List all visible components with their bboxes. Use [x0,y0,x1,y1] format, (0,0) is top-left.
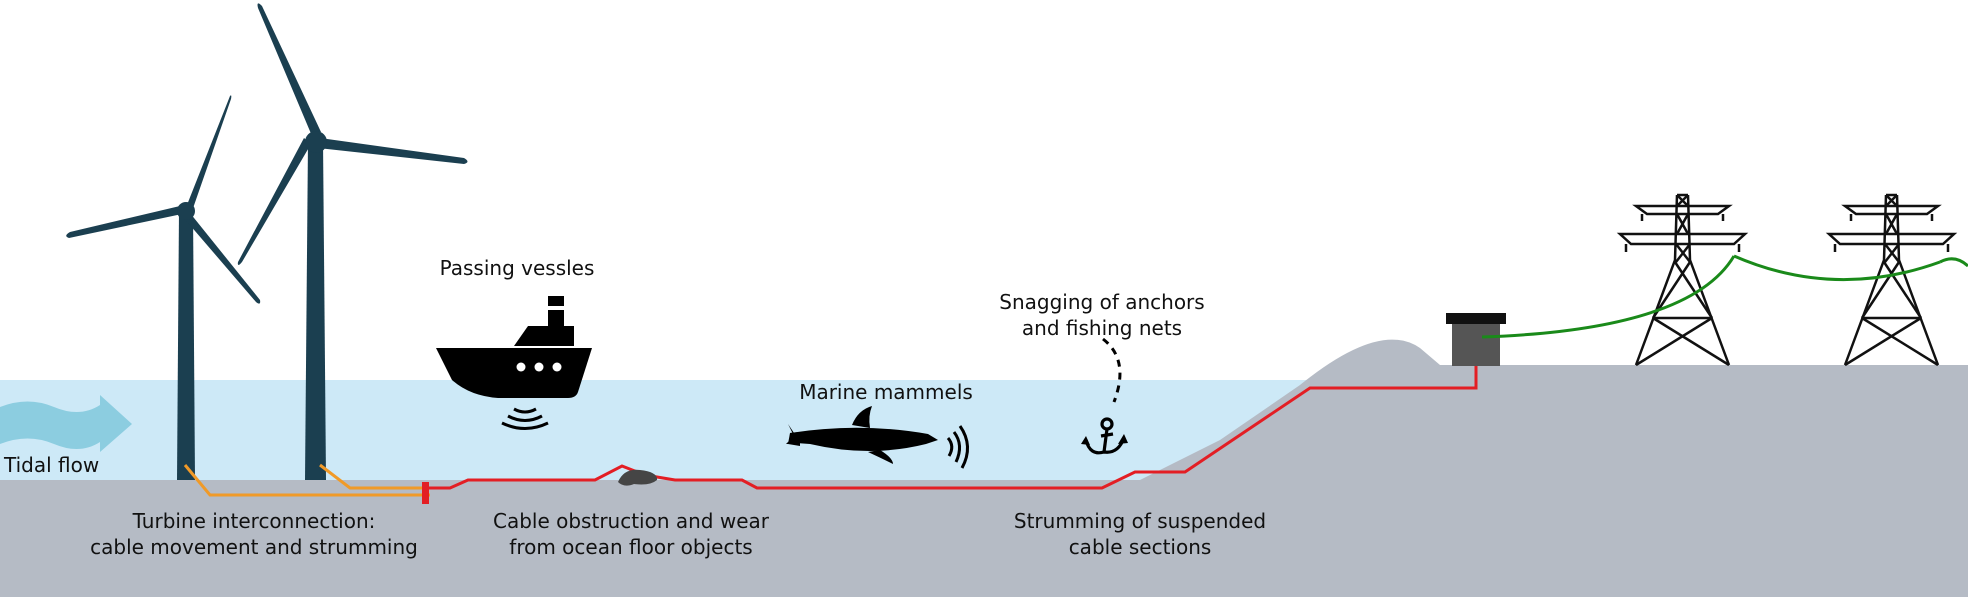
label-obstruction-line2: from ocean floor objects [509,535,752,559]
anchor-rope [1102,337,1122,403]
label-turbine-line2: cable movement and strumming [90,535,418,559]
label-obstruction-line1: Cable obstruction and wear [493,509,770,533]
label-snagging-line1: Snagging of anchors [999,290,1204,314]
anchor-flukes [1081,434,1128,445]
substation-icon [1446,313,1506,366]
label-strumming-line1: Strumming of suspended [1014,509,1266,533]
ship-icon [436,296,592,398]
sonar-waves-icon [501,407,549,430]
grid-power-lines [1481,254,1968,339]
cable-joint [422,482,429,504]
label-tidal-flow: Tidal flow [3,453,99,477]
label-snagging-line2: and fishing nets [1022,316,1182,340]
label-turbine-line1: Turbine interconnection: [132,509,376,533]
wind-turbine-icon [237,3,468,480]
anchor-icon [1084,417,1126,455]
tidal-arrow-icon [0,395,132,452]
transmission-tower-icon [1825,193,1958,367]
export-cable [429,360,1478,490]
dolphin-icon [786,406,938,464]
label-passing-vessels: Passing vessles [440,256,595,280]
rock-icon [618,469,658,486]
transmission-tower-icon [1616,193,1749,367]
label-marine-mammels: Marine mammels [799,380,973,404]
sound-waves-icon [946,425,969,469]
label-strumming-line2: cable sections [1069,535,1212,559]
wind-turbine-icon [66,95,261,480]
inter-array-cables [183,463,430,497]
sea-water [0,380,1310,490]
seabed-land [0,339,1968,597]
